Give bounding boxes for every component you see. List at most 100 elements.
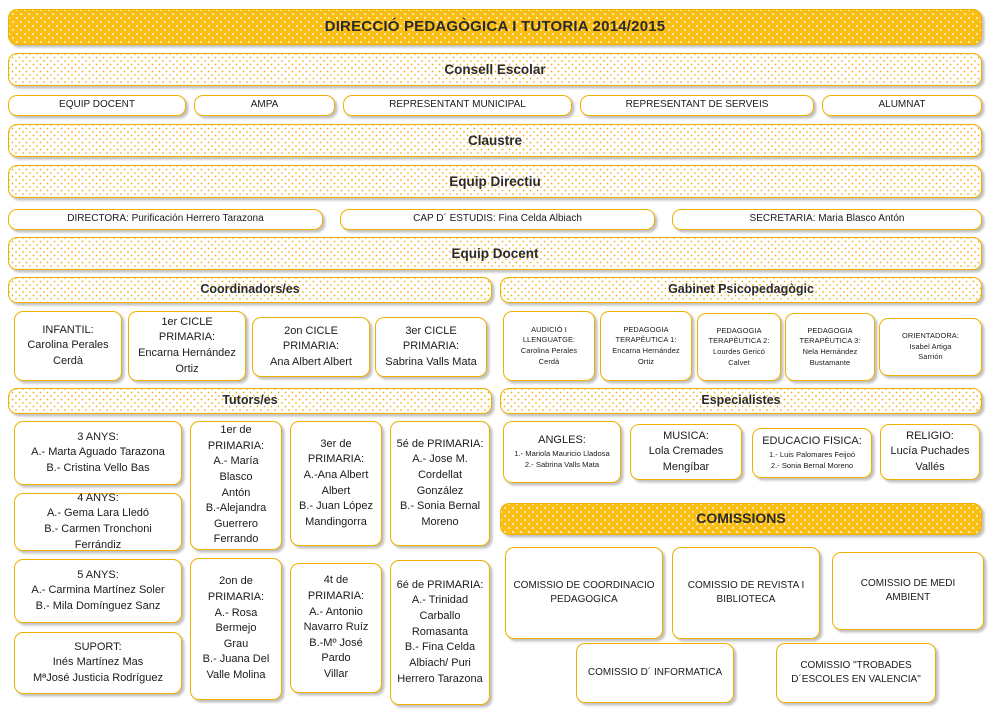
equip-directiu-name: Purificación Herrero Tarazona bbox=[131, 213, 264, 225]
coordinador-card-line: 1er CICLE PRIMARIA: bbox=[158, 315, 216, 344]
coordinador-card-line: Sabrina Valls Mata bbox=[385, 355, 477, 368]
tutor-card-line: Carballo bbox=[419, 610, 461, 623]
especialista-line: 2.- Sabrina Valls Mata bbox=[524, 459, 600, 469]
consell-escolar-member[interactable]: REPRESENTANT DE SERVEIS bbox=[580, 95, 814, 116]
tutor-card-line: Navarro Ruíz bbox=[303, 621, 369, 634]
equip-directiu-role: CAP D´ ESTUDIS bbox=[413, 213, 493, 225]
tutor-card-line: B.- Sonia Bernal bbox=[399, 500, 481, 513]
tutor-card-line: B.- Cristina Vello Bas bbox=[46, 461, 150, 474]
equip-directiu-member-text: DIRECTORA: Purificación Herrero Tarazona bbox=[67, 213, 264, 225]
tutor-card-line: B.- Juana Del bbox=[202, 653, 270, 666]
consell-escolar-member[interactable]: ALUMNAT bbox=[822, 95, 982, 116]
tutor-card-line: A.- Trinidad bbox=[411, 594, 469, 607]
consell-escolar-member-line: ALUMNAT bbox=[878, 99, 926, 111]
coordinador-card-line: Ortiz bbox=[175, 362, 199, 375]
tutor-card-line: PRIMARIA: bbox=[207, 439, 265, 452]
especialista-line: 1.- Mariola Mauricio Lladosa bbox=[514, 449, 610, 459]
especialista-card[interactable]: RELIGIO:Lucía Puchades Vallés bbox=[880, 424, 980, 480]
equip-directiu-role: DIRECTORA bbox=[67, 213, 127, 225]
especialistes-band: Especialistes bbox=[500, 388, 982, 414]
coordinador-card[interactable]: 2on CICLE PRIMARIA: Ana Albert Albert bbox=[252, 317, 370, 377]
tutor-card-line: MªJosé Justicia Rodríguez bbox=[32, 671, 163, 684]
equip-docent-band-label: Equip Docent bbox=[451, 245, 539, 261]
tutor-card-line: B.-Alejandra bbox=[205, 502, 267, 515]
comissio-card[interactable]: COMISSIO DE COORDINACIO PEDAGOGICA bbox=[505, 547, 663, 639]
equip-directiu-member[interactable]: CAP D´ ESTUDIS: Fina Celda Albiach bbox=[340, 209, 655, 230]
equip-directiu-band: Equip Directiu bbox=[8, 165, 982, 198]
coordinador-card-line: 3er CICLE PRIMARIA: bbox=[402, 324, 460, 353]
equip-directiu-member[interactable]: SECRETARIA: Maria Blasco Antón bbox=[672, 209, 982, 230]
comissio-card[interactable]: COMISSIO DE MEDI AMBIENT bbox=[832, 552, 984, 630]
gabinet-card-line: Encarna Hernández bbox=[612, 346, 680, 355]
tutors-band-label: Tutors/es bbox=[222, 393, 278, 408]
tutor-card-line: 5é de PRIMARIA: bbox=[396, 437, 484, 450]
tutor-card-line: B.- Mila Domínguez Sanz bbox=[35, 599, 161, 612]
tutor-card-line: SUPORT: bbox=[74, 640, 122, 653]
especialista-title: ANGLES: bbox=[538, 434, 586, 447]
tutor-card-line: B.- Carmen Tronchoni Ferrándiz bbox=[44, 523, 152, 551]
tutor-card-line: 4 ANYS: bbox=[77, 491, 119, 504]
coordinador-card-line: Encarna Hernández bbox=[138, 347, 236, 359]
coordinador-card-line: 2on CICLE PRIMARIA: bbox=[282, 324, 340, 353]
consell-escolar-member-line: EQUIP DOCENT bbox=[59, 99, 135, 111]
equip-directiu-member[interactable]: DIRECTORA: Purificación Herrero Tarazona bbox=[8, 209, 323, 230]
tutor-card-line: Albert bbox=[321, 484, 351, 497]
consell-escolar-member-line: REPRESENTANT DE SERVEIS bbox=[625, 99, 769, 111]
comissio-card-line: D´ESCOLES EN VALENCIA" bbox=[791, 674, 921, 685]
gabinet-card-line: Cerdà bbox=[538, 356, 560, 366]
tutor-card-line: González bbox=[416, 484, 464, 497]
gabinet-band-label: Gabinet Psicopedagògic bbox=[668, 282, 814, 297]
consell-escolar-member[interactable]: REPRESENTANT MUNICIPAL bbox=[343, 95, 572, 116]
tutor-card-line: Antón bbox=[221, 486, 251, 499]
especialista-card[interactable]: EDUCACIO FISICA:1.- Luis Palomares Feijo… bbox=[752, 428, 872, 478]
equip-docent-band: Equip Docent bbox=[8, 237, 982, 270]
consell-escolar-member[interactable]: EQUIP DOCENT bbox=[8, 95, 186, 116]
especialista-line: 2.- Sonia Bernal Moreno bbox=[770, 460, 854, 470]
claustre-band-label: Claustre bbox=[467, 132, 523, 148]
consell-escolar-member[interactable]: AMPA bbox=[194, 95, 335, 116]
especialista-line: Lucía Puchades Vallés bbox=[890, 445, 970, 473]
especialista-line: Mengíbar bbox=[662, 460, 710, 473]
tutor-card-line: A.- Marta Aguado Tarazona bbox=[31, 446, 165, 459]
tutor-card-line: 2on de bbox=[219, 575, 253, 588]
comissio-card-line: COMISSIO DE COORDINACIO bbox=[513, 579, 655, 591]
comissio-card[interactable]: COMISSIO D´ INFORMATICA bbox=[576, 643, 734, 703]
consell-escolar-band: Consell Escolar bbox=[8, 53, 982, 86]
tutor-card-line: PRIMARIA: bbox=[307, 453, 365, 466]
coordinador-card-line: Ana Albert Albert bbox=[270, 355, 352, 368]
tutor-card-line: 1er de bbox=[220, 424, 252, 437]
tutor-card-line: Moreno bbox=[421, 515, 459, 528]
gabinet-card-line: PEDAGOGIA bbox=[716, 325, 762, 335]
comissions-band: COMISSIONS bbox=[500, 503, 982, 535]
tutor-card-line: Grau bbox=[223, 637, 249, 650]
tutor-card-line: Albiach/ Puri bbox=[409, 656, 471, 669]
tutor-card-line: Cordellat bbox=[417, 468, 463, 481]
comissio-card-line: PEDAGOGICA bbox=[550, 594, 618, 605]
coordinador-card[interactable]: 3er CICLE PRIMARIA: Sabrina Valls Mata bbox=[375, 317, 487, 377]
especialista-line: 1.- Luis Palomares Feijoó bbox=[768, 450, 856, 460]
gabinet-card-line: Bustamante bbox=[809, 357, 851, 367]
claustre-band: Claustre bbox=[8, 124, 982, 157]
